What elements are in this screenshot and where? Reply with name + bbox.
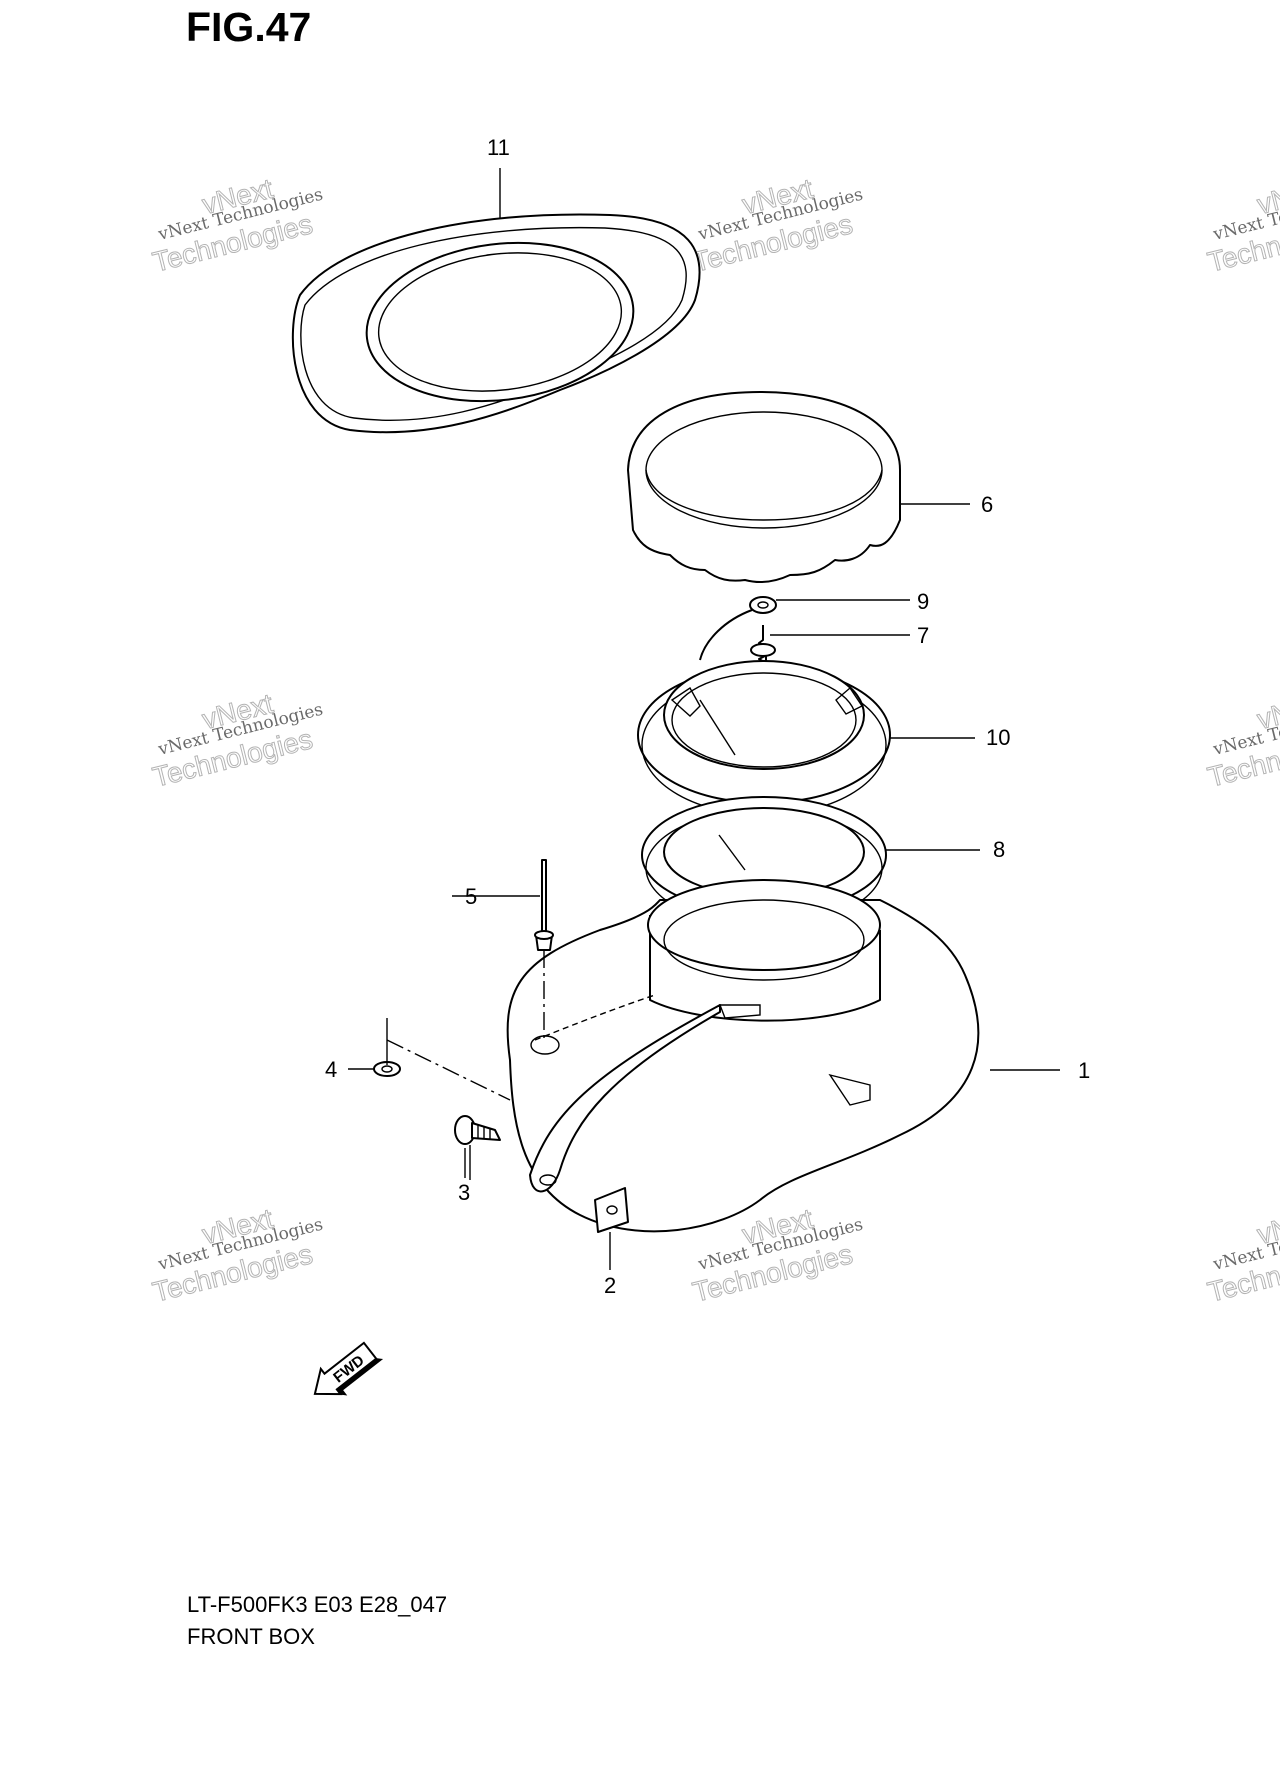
part-gasket-ring <box>641 796 887 927</box>
part-cap <box>627 391 901 584</box>
model-code: LT-F500FK3 E03 E28_047 <box>187 1592 448 1617</box>
callout-10: 10 <box>986 725 1010 750</box>
part-cord-eyelet <box>699 596 777 661</box>
part-screw <box>454 1115 501 1145</box>
part-front-box <box>506 879 980 1233</box>
figure-title: FIG.47 <box>186 4 312 50</box>
callout-9: 9 <box>917 589 929 614</box>
watermark-tile: vNext vNext Technologies Technologies <box>1204 1202 1280 1308</box>
callout-8: 8 <box>993 837 1005 862</box>
callout-7: 7 <box>917 623 929 648</box>
part-rivet <box>534 859 554 951</box>
part-pin <box>750 625 776 664</box>
watermark-tile: vNext vNext Technologies Technologies <box>149 172 325 278</box>
fwd-arrow-marker: FWD <box>313 1341 384 1396</box>
assembly-lines <box>386 950 545 1180</box>
watermark-tile: vNext vNext Technologies Technologies <box>1204 172 1280 278</box>
callout-1: 1 <box>1078 1058 1090 1083</box>
watermark-tile: vNext vNext Technologies Technologies <box>689 172 865 278</box>
watermark-tile: vNext vNext Technologies Technologies <box>149 687 325 793</box>
watermark-tile: vNext vNext Technologies Technologies <box>1204 687 1280 793</box>
callout-4: 4 <box>325 1057 337 1082</box>
leader-lines <box>348 168 1060 1270</box>
part-seal <box>291 213 701 434</box>
callout-3: 3 <box>458 1180 470 1205</box>
callout-2: 2 <box>604 1273 616 1298</box>
section-name: FRONT BOX <box>187 1624 315 1649</box>
callout-5: 5 <box>465 884 477 909</box>
watermark-tile: vNext vNext Technologies Technologies <box>149 1202 325 1308</box>
callout-labels: 1 2 3 4 5 6 7 8 9 10 11 <box>325 135 1090 1298</box>
callout-6: 6 <box>981 492 993 517</box>
callout-11: 11 <box>487 135 510 160</box>
part-nut-clip <box>594 1187 629 1233</box>
part-collar-ring <box>637 660 891 816</box>
